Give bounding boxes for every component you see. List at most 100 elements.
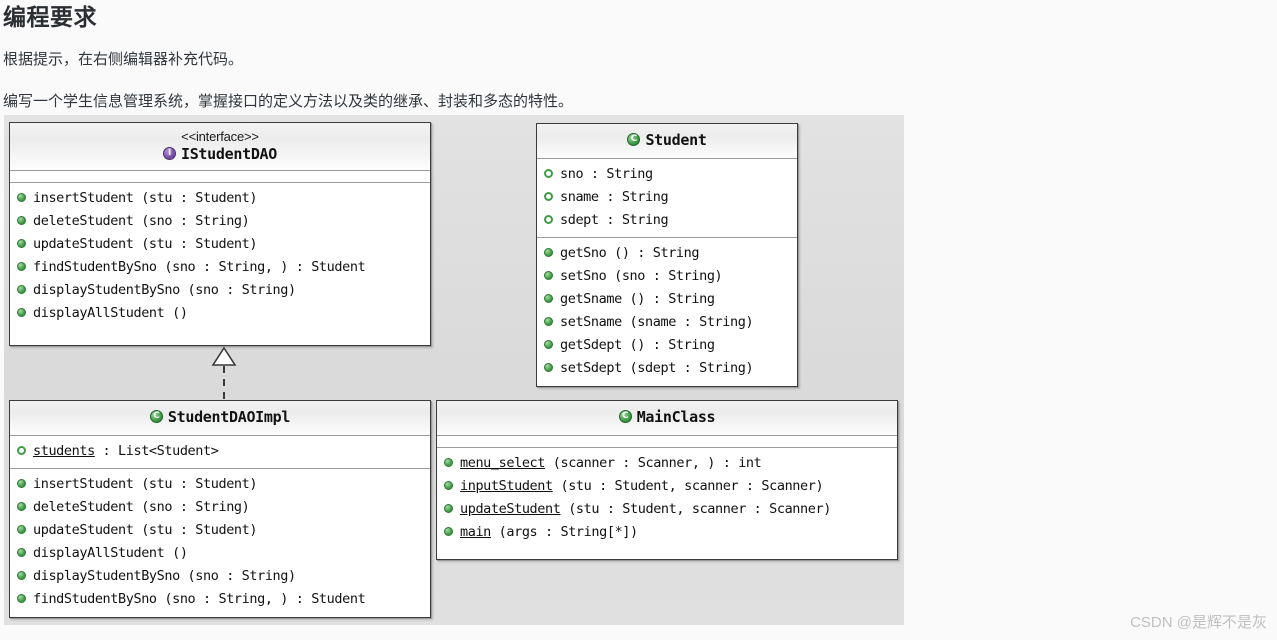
uml-member[interactable]: updateStudent (stu : Student) — [10, 233, 430, 256]
uml-member[interactable]: deleteStudent (sno : String) — [10, 210, 430, 233]
uml-member[interactable]: setSno (sno : String) — [537, 265, 797, 288]
public-method-icon — [17, 570, 26, 580]
uml-member[interactable]: setSname (sname : String) — [537, 311, 797, 334]
member-text: getSname () : String — [560, 291, 715, 307]
uml-class-mainclass[interactable]: MainClass menu_select (scanner : Scanner… — [436, 400, 898, 560]
public-method-icon — [544, 362, 553, 372]
uml-class-header-mainclass: MainClass — [437, 401, 897, 436]
uml-class-studentdaoimpl[interactable]: StudentDAOImpl students : List<Student> … — [9, 400, 431, 618]
stereotype-interface: <<interface>> — [181, 129, 259, 144]
operations-compartment-studentdaoimpl: insertStudent (stu : Student) deleteStud… — [10, 468, 430, 616]
class-name-text: Student — [645, 131, 707, 149]
uml-member[interactable]: getSname () : String — [537, 288, 797, 311]
member-name: inputStudent — [460, 478, 553, 494]
uml-member[interactable]: displayStudentBySno (sno : String) — [10, 565, 430, 588]
member-text: findStudentBySno (sno : String, ) : Stud… — [33, 259, 366, 275]
member-text: (stu : Student, scanner : Scanner) — [560, 501, 831, 517]
uml-member[interactable]: menu_select (scanner : Scanner, ) : int — [437, 452, 897, 475]
interface-icon — [162, 147, 176, 160]
public-method-icon — [544, 247, 553, 257]
uml-member[interactable]: deleteStudent (sno : String) — [10, 496, 430, 519]
public-method-icon — [544, 339, 553, 349]
member-name: updateStudent — [460, 501, 561, 517]
member-text: displayAllStudent () — [33, 305, 188, 321]
class-title-student: Student — [541, 131, 793, 150]
uml-member[interactable]: findStudentBySno (sno : String, ) : Stud… — [10, 256, 430, 279]
uml-class-istudentdao[interactable]: <<interface>> IStudentDAO insertStudent … — [9, 122, 431, 346]
uml-member[interactable]: sno : String — [537, 163, 797, 186]
uml-member[interactable]: sname : String — [537, 186, 797, 209]
uml-class-header-istudentdao: <<interface>> IStudentDAO — [10, 123, 430, 171]
member-text: displayAllStudent () — [33, 545, 188, 561]
member-text: getSno () : String — [560, 245, 700, 261]
uml-member[interactable]: displayStudentBySno (sno : String) — [10, 279, 430, 302]
member-text: setSno (sno : String) — [560, 268, 723, 284]
member-text: insertStudent (stu : Student) — [33, 476, 258, 492]
member-text: : List<Student> — [94, 443, 219, 459]
class-name-text: MainClass — [636, 408, 716, 426]
uml-member[interactable]: inputStudent (stu : Student, scanner : S… — [437, 475, 897, 498]
public-method-icon — [17, 284, 26, 294]
uml-class-student[interactable]: Student sno : String sname : String sdep… — [536, 123, 798, 387]
public-method-icon — [17, 238, 26, 248]
uml-member[interactable]: getSdept () : String — [537, 334, 797, 357]
hollow-triangle-arrowhead — [211, 346, 237, 366]
member-text: sno : String — [560, 166, 653, 182]
public-method-icon — [17, 501, 26, 511]
realization-connector — [211, 346, 237, 402]
private-field-icon — [544, 168, 553, 178]
uml-class-diagram-canvas: <<interface>> IStudentDAO insertStudent … — [4, 115, 904, 625]
instruction-paragraph-1: 根据提示，在右侧编辑器补充代码。 — [3, 51, 244, 68]
member-text: insertStudent (stu : Student) — [33, 190, 258, 206]
uml-class-header-studentdaoimpl: StudentDAOImpl — [10, 401, 430, 436]
member-text: updateStudent (stu : Student) — [33, 522, 258, 538]
instruction-paragraph-2: 编写一个学生信息管理系统，掌握接口的定义方法以及类的继承、封装和多态的特性。 — [3, 93, 574, 110]
uml-member[interactable]: main (args : String[*]) — [437, 521, 897, 544]
operations-compartment-student: getSno () : String setSno (sno : String)… — [537, 237, 797, 385]
csdn-watermark: CSDN @是辉不是灰 — [1130, 614, 1267, 631]
uml-member[interactable]: updateStudent (stu : Student, scanner : … — [437, 498, 897, 521]
class-title-studentdaoimpl: StudentDAOImpl — [14, 408, 426, 427]
private-field-icon — [544, 214, 553, 224]
public-method-icon — [544, 316, 553, 326]
member-text: displayStudentBySno (sno : String) — [33, 282, 296, 298]
public-method-icon — [17, 261, 26, 271]
member-text: deleteStudent (sno : String) — [33, 213, 250, 229]
public-static-method-icon — [444, 457, 453, 467]
uml-member[interactable]: students : List<Student> — [10, 440, 430, 463]
member-name: main — [460, 524, 491, 540]
uml-member[interactable]: getSno () : String — [537, 242, 797, 265]
uml-member[interactable]: findStudentBySno (sno : String, ) : Stud… — [10, 588, 430, 611]
uml-member[interactable]: insertStudent (stu : Student) — [10, 187, 430, 210]
member-name: students — [33, 443, 95, 459]
operations-compartment-istudentdao: insertStudent (stu : Student) deleteStud… — [10, 182, 430, 330]
public-static-method-icon — [444, 503, 453, 513]
member-text: displayStudentBySno (sno : String) — [33, 568, 296, 584]
class-icon — [618, 410, 632, 423]
uml-class-header-student: Student — [537, 124, 797, 159]
public-method-icon — [544, 270, 553, 280]
public-method-icon — [17, 524, 26, 534]
public-method-icon — [17, 215, 26, 225]
uml-member[interactable]: insertStudent (stu : Student) — [10, 473, 430, 496]
uml-member[interactable]: displayAllStudent () — [10, 542, 430, 565]
uml-member[interactable]: sdept : String — [537, 209, 797, 232]
member-text: setSname (sname : String) — [560, 314, 754, 330]
public-static-method-icon — [444, 526, 453, 536]
public-method-icon — [17, 478, 26, 488]
uml-member[interactable]: displayAllStudent () — [10, 302, 430, 325]
member-text: deleteStudent (sno : String) — [33, 499, 250, 515]
member-text: (stu : Student, scanner : Scanner) — [552, 478, 824, 494]
public-static-method-icon — [444, 480, 453, 490]
member-text: sname : String — [560, 189, 669, 205]
class-name-text: StudentDAOImpl — [167, 408, 291, 426]
uml-member[interactable]: updateStudent (stu : Student) — [10, 519, 430, 542]
member-text: getSdept () : String — [560, 337, 715, 353]
operations-compartment-mainclass: menu_select (scanner : Scanner, ) : int … — [437, 447, 897, 549]
public-method-icon — [17, 192, 26, 202]
uml-member[interactable]: setSdept (sdept : String) — [537, 357, 797, 380]
class-icon — [627, 133, 641, 146]
page-title: 编程要求 — [3, 4, 97, 30]
attributes-compartment-student: sno : String sname : String sdept : Stri… — [537, 159, 797, 237]
private-static-field-icon — [17, 445, 26, 455]
